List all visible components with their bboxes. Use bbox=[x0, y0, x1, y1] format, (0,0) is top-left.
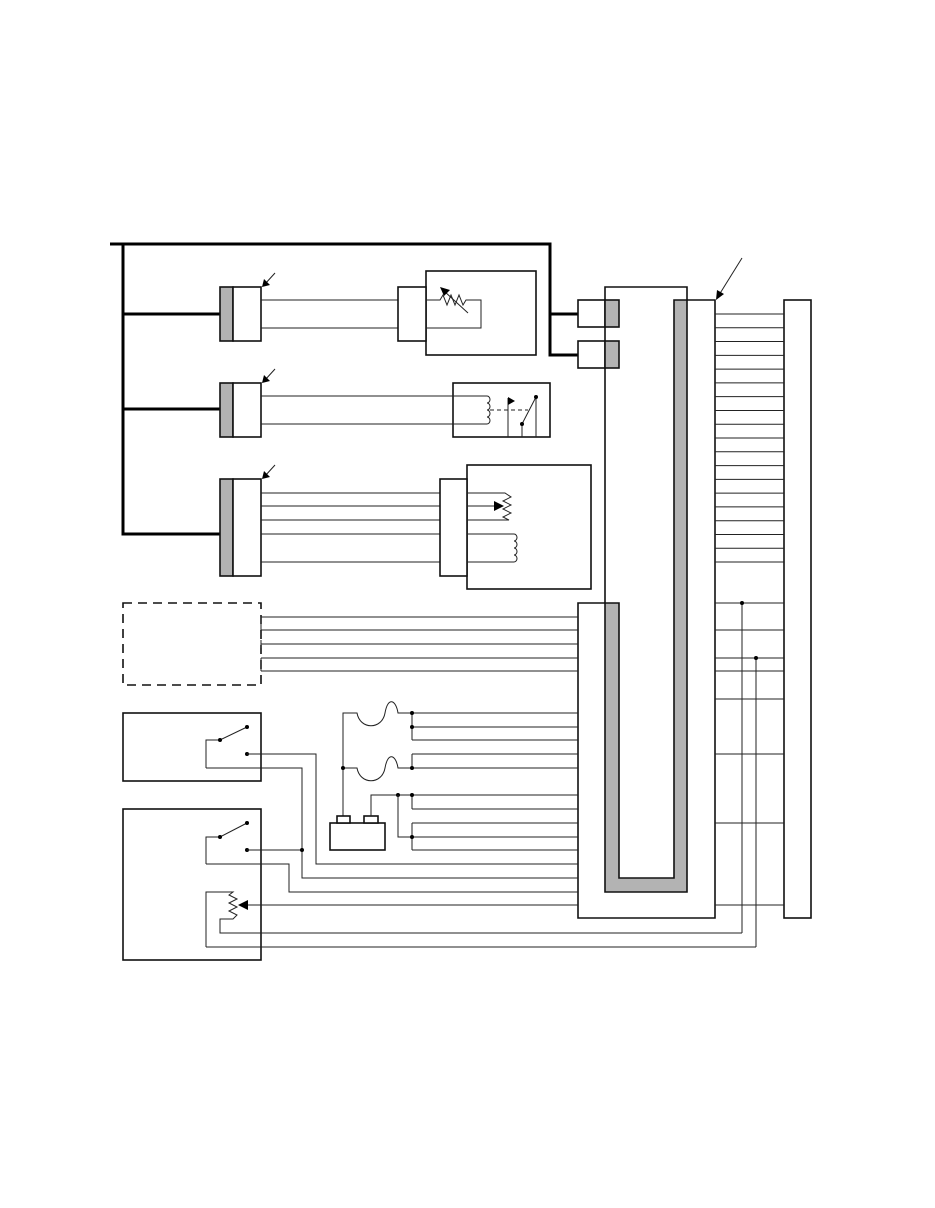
potentiometer-icon bbox=[467, 492, 513, 521]
coil-icon bbox=[486, 395, 491, 425]
harness-connector bbox=[577, 257, 743, 919]
variable-arrow-icon bbox=[443, 290, 469, 314]
sensor-module bbox=[439, 464, 592, 590]
main-bus bbox=[110, 242, 578, 536]
connector-3 bbox=[219, 464, 440, 577]
fuse-icon bbox=[342, 701, 412, 820]
optional-module bbox=[122, 602, 578, 686]
switch-module-a bbox=[122, 712, 578, 879]
switch-module-b bbox=[122, 808, 784, 961]
potentiometer-arrow-icon bbox=[238, 900, 248, 910]
variable-resistor-module bbox=[397, 270, 537, 356]
coil-icon bbox=[467, 533, 518, 563]
relay-module bbox=[261, 382, 551, 438]
terminal-strip bbox=[715, 299, 812, 919]
battery bbox=[329, 793, 578, 851]
fuse-icon bbox=[343, 756, 412, 782]
connector-2 bbox=[219, 368, 487, 438]
ground-wires bbox=[740, 601, 758, 947]
connector-1 bbox=[219, 272, 398, 342]
fuse-block bbox=[341, 701, 578, 820]
